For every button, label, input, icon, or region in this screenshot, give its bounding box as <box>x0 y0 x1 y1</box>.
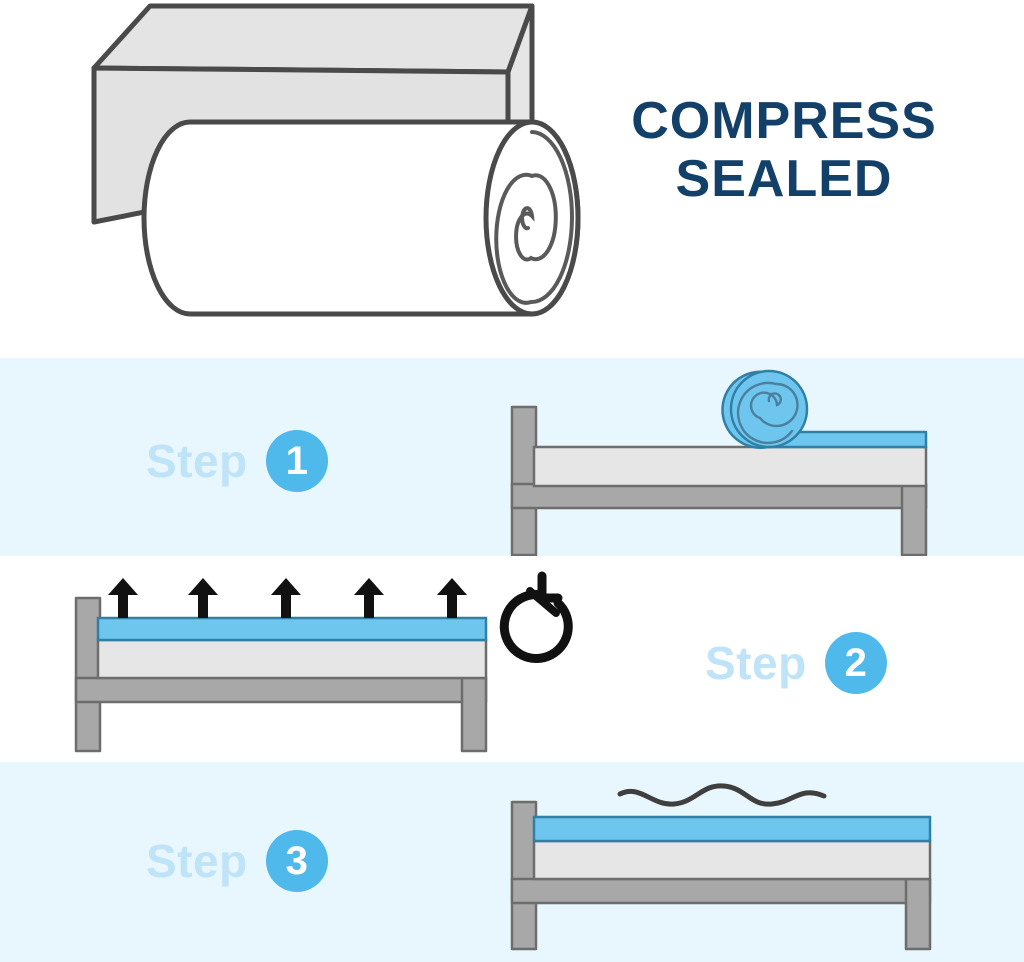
step-3-word: Step <box>146 835 248 887</box>
up-arrow-icon <box>271 578 301 618</box>
hero-illustration <box>62 0 622 340</box>
topper-icon <box>532 815 932 843</box>
step-2-label: Step 2 <box>705 632 887 694</box>
hero-title: COMPRESS SEALED <box>584 92 984 208</box>
up-arrow-icon <box>188 578 218 618</box>
hero-title-line-1: COMPRESS <box>631 92 937 150</box>
step-2-illustration <box>58 568 586 760</box>
step-1-label: Step 1 <box>146 430 328 492</box>
mattress-icon <box>532 839 932 881</box>
step-3-number-badge: 3 <box>265 830 328 892</box>
up-arrow-icon <box>108 578 138 618</box>
step-3-label: Step 3 <box>146 830 328 892</box>
step-1-illustration <box>492 362 962 562</box>
bed-frame-icon <box>510 800 932 951</box>
bed-frame-icon <box>510 405 928 557</box>
wavy-line-icon <box>617 783 827 807</box>
mattress-icon <box>96 638 488 680</box>
mattress-icon <box>532 445 928 488</box>
step-3-illustration <box>482 766 962 962</box>
spiral-icon <box>736 381 799 445</box>
spiral-icon <box>494 130 574 305</box>
step-1-number-badge: 1 <box>265 430 328 492</box>
up-arrow-icon <box>354 578 384 618</box>
hero-title-line-2: SEALED <box>675 150 893 208</box>
step-2-number-badge: 2 <box>824 632 887 694</box>
rolled-topper-icon <box>721 369 928 449</box>
topper-icon <box>96 616 488 642</box>
timer-icon <box>499 571 573 663</box>
rolled-mattress-icon <box>141 119 581 317</box>
up-arrow-icon <box>437 578 467 618</box>
step-2-word: Step <box>705 637 807 689</box>
step-1-word: Step <box>146 435 248 487</box>
